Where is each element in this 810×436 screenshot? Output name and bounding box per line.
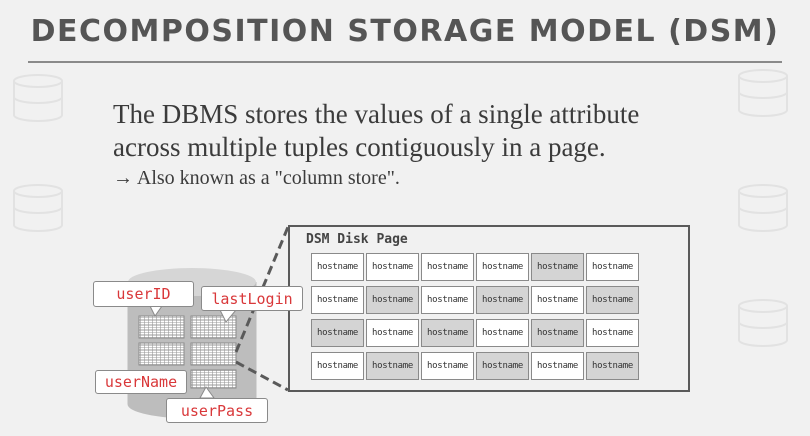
database-icon [738,184,788,232]
grid-cell: hostname [366,352,419,380]
grid-cell: hostname [421,352,474,380]
grid-cell: hostname [421,253,474,281]
dsm-page-title: DSM Disk Page [306,232,408,247]
body-line-2: across multiple tuples contiguously in a… [113,132,606,162]
database-icon [13,74,63,122]
grid-cell: hostname [311,253,364,281]
grid-cell: hostname [476,352,529,380]
grid-cell: hostname [421,319,474,347]
grid-cell: hostname [586,286,639,314]
callout-userid: userID [93,281,194,307]
slide-title: DECOMPOSITION STORAGE MODEL (DSM) [30,14,780,49]
database-icon [13,184,63,232]
grid-cell: hostname [366,319,419,347]
body-line-1: The DBMS stores the values of a single a… [113,99,640,129]
body-subpoint: → Also known as a "column store". [113,167,400,189]
callout-userpass: userPass [166,398,268,423]
callout-username: userName [95,370,187,394]
grid-cell: hostname [531,253,584,281]
grid-cell: hostname [531,352,584,380]
dsm-page-grid: hostname hostname hostname hostname host… [311,253,639,380]
grid-cell: hostname [531,286,584,314]
database-icon [738,299,788,347]
grid-cell: hostname [476,319,529,347]
grid-cell: hostname [366,286,419,314]
grid-cell: hostname [586,352,639,380]
grid-cell: hostname [366,253,419,281]
page-grid-tiles [138,315,237,389]
grid-cell: hostname [586,253,639,281]
grid-cell: hostname [476,253,529,281]
grid-cell: hostname [311,352,364,380]
grid-cell: hostname [311,286,364,314]
grid-cell: hostname [311,319,364,347]
zoom-lines [234,226,290,392]
grid-cell: hostname [586,319,639,347]
grid-cell: hostname [476,286,529,314]
body-text: The DBMS stores the values of a single a… [113,98,793,191]
grid-cell: hostname [531,319,584,347]
database-icon [738,69,788,117]
callout-lastlogin: lastLogin [201,286,303,311]
grid-cell: hostname [421,286,474,314]
title-divider [28,61,782,63]
